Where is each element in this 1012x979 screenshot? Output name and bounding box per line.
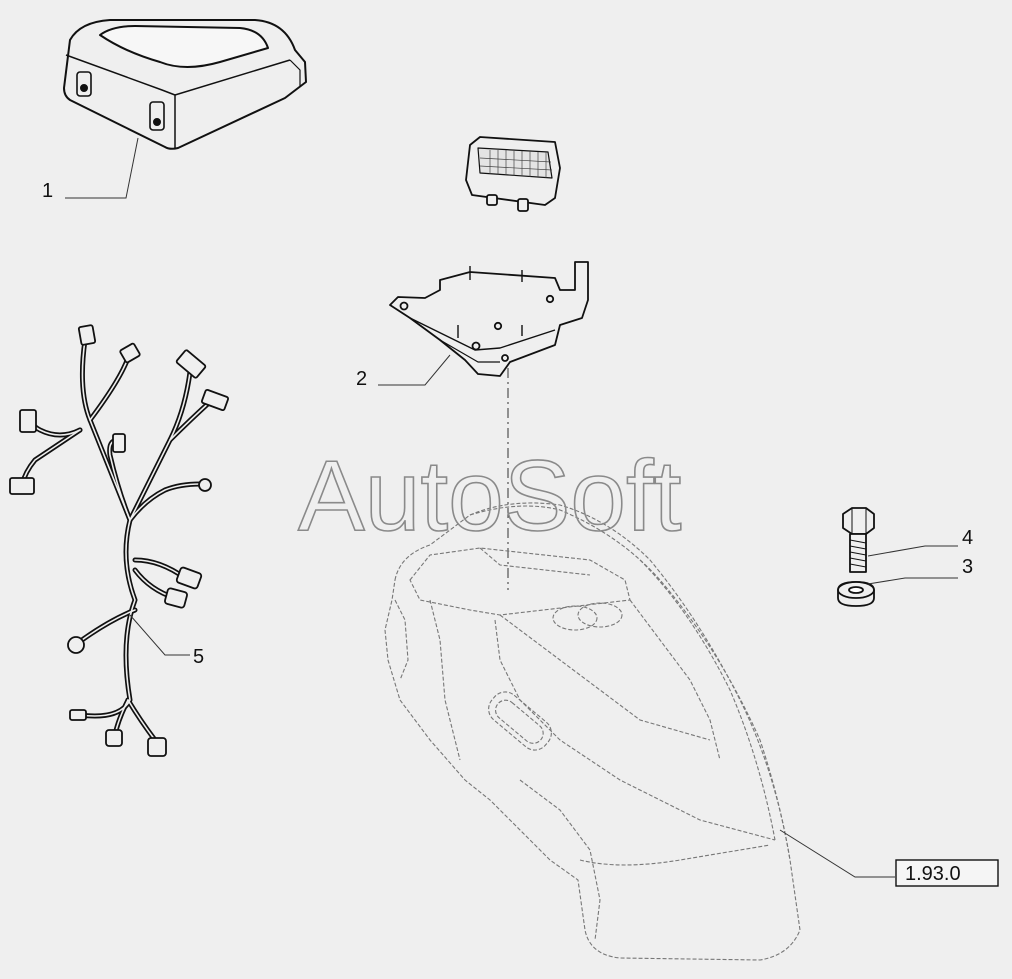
reference-dashboard-assembly [384,502,801,961]
callout-5: 5 [193,646,204,668]
callout-2: 2 [356,368,367,390]
callout-4: 4 [962,527,973,549]
part-3-washer [837,581,875,607]
switch-module [465,136,561,212]
callout-1: 1 [42,180,53,202]
callout-3: 3 [962,556,973,578]
reference-label-box: 1.93.0 [895,859,999,887]
leader-lines [65,137,958,878]
part-2-bracket [389,261,589,377]
part-1-cover [63,19,307,150]
reference-label: 1.93.0 [905,863,961,885]
watermark-text: AutoSoft [298,440,682,552]
part-4-bolt [842,507,875,573]
part-5-wiring-harness [9,324,230,757]
